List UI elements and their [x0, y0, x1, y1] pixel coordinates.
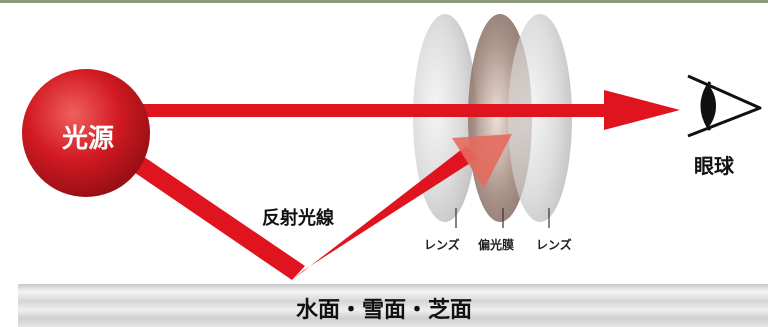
light-source — [22, 69, 150, 197]
eye-icon — [687, 74, 762, 138]
reflected-ray — [292, 146, 478, 280]
lens-right-label: レンズ — [536, 238, 572, 252]
surfaces-label: 水面・雪面・芝面 — [295, 298, 472, 323]
eyeball-label: 眼球 — [694, 154, 734, 178]
lens-left — [413, 14, 477, 222]
reflected-ray-arrowhead — [452, 134, 512, 188]
lens-left-label: レンズ — [424, 238, 460, 252]
surface-band — [18, 284, 768, 327]
light-source-label: 光源 — [61, 124, 114, 154]
incident-ray — [122, 150, 305, 280]
top-border-strip — [0, 0, 768, 3]
lens-right — [508, 14, 572, 222]
polarizing-film-label: 偏光膜 — [478, 238, 515, 252]
direct-ray-arrowhead — [604, 90, 680, 130]
reflected-light-label: 反射光線 — [262, 208, 334, 229]
direct-ray — [130, 104, 616, 117]
